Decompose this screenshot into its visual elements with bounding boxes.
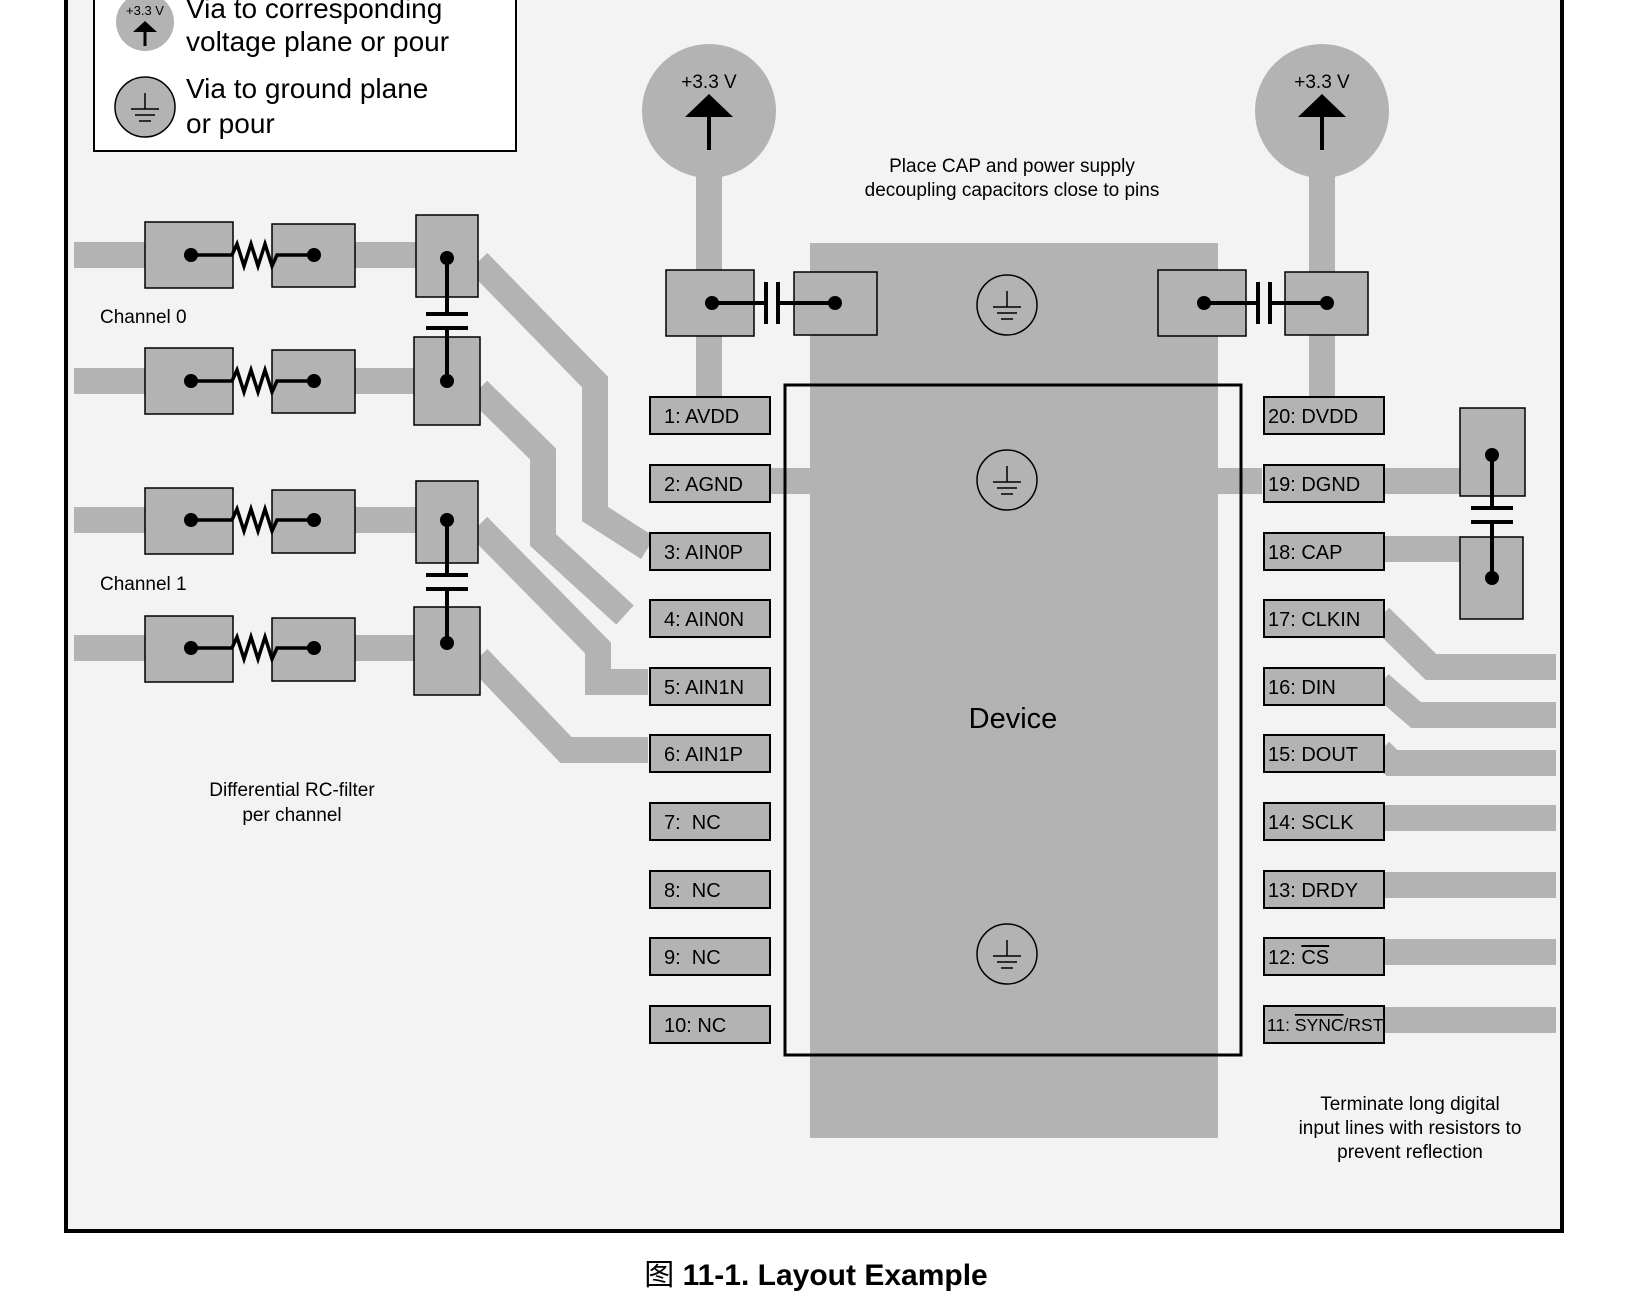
terminate-note-line3: prevent reflection [1337, 1142, 1483, 1163]
device-pad [810, 243, 1218, 1138]
pin-label-6: 6: AIN1P [664, 744, 743, 766]
terminate-note-line2: input lines with resistors to [1299, 1118, 1522, 1139]
power-arrow-icon [685, 94, 1346, 150]
figure-caption: 图 11-1. Layout Example [644, 1259, 987, 1292]
resistor-dots [184, 248, 321, 655]
pin-label-5: 5: AIN1N [664, 677, 744, 699]
horizontal-capacitor-dots [705, 296, 1334, 310]
pin-label-11: 11: SYNC/RST [1267, 1015, 1384, 1035]
channel-0-label: Channel 0 [100, 307, 187, 328]
resistor-symbols [191, 238, 314, 665]
rc-filter-note-line2: per channel [242, 805, 341, 826]
pin-label-2: 2: AGND [664, 474, 743, 496]
decoupling-note-line2: decoupling capacitors close to pins [865, 180, 1160, 201]
legend-power-text-line2: voltage plane or pour [186, 26, 449, 57]
legend-ground-text-line1: Via to ground plane [186, 73, 428, 104]
legend-power-via-label: +3.3 V [126, 3, 164, 18]
pin-label-20: 20: DVDD [1268, 406, 1358, 428]
device-label: Device [969, 703, 1058, 735]
analog-traces [74, 170, 1556, 1033]
pin-label-15: 15: DOUT [1268, 744, 1358, 766]
pin-label-4: 4: AIN0N [664, 609, 744, 631]
pin-label-16: 16: DIN [1268, 677, 1336, 699]
pin-label-9: 9: NC [664, 947, 721, 969]
vertical-capacitor-symbols [426, 258, 1513, 643]
pin-label-14: 14: SCLK [1268, 812, 1354, 834]
legend-arrow-icon [133, 21, 157, 46]
terminate-note-line1: Terminate long digital [1320, 1094, 1500, 1115]
decoupling-capacitors [665, 269, 1369, 337]
pin-label-18: 18: CAP [1268, 542, 1342, 564]
pin-label-17: 17: CLKIN [1268, 609, 1360, 631]
legend-power-text-line1: Via to corresponding [186, 0, 442, 24]
legend-ground-via-icon [114, 76, 176, 138]
power-via-right-label: +3.3 V [1294, 72, 1350, 93]
legend-ground-text-line2: or pour [186, 108, 275, 139]
pin-label-3: 3: AIN0P [664, 542, 743, 564]
pin-label-1: 1: AVDD [664, 406, 739, 428]
pin-label-8: 8: NC [664, 880, 721, 902]
pin-label-12: 12: CS [1268, 947, 1329, 969]
device-outline [783, 383, 1243, 1057]
horizontal-capacitor-symbols [712, 282, 1327, 324]
power-via-left-label: +3.3 V [681, 72, 737, 93]
vertical-capacitor-dots [440, 251, 1499, 650]
rc-filter-note-line1: Differential RC-filter [209, 780, 375, 801]
pins-left [649, 396, 771, 1044]
pins-right [1263, 396, 1385, 1044]
channel-1-label: Channel 1 [100, 574, 187, 595]
pin-label-19: 19: DGND [1268, 474, 1360, 496]
decoupling-note-line1: Place CAP and power supply [889, 156, 1135, 177]
pin-label-10: 10: NC [664, 1015, 726, 1037]
pin-label-7: 7: NC [664, 812, 721, 834]
ground-via-icon [976, 274, 1038, 985]
pin-label-13: 13: DRDY [1268, 880, 1358, 902]
board-border [64, 0, 1564, 1233]
